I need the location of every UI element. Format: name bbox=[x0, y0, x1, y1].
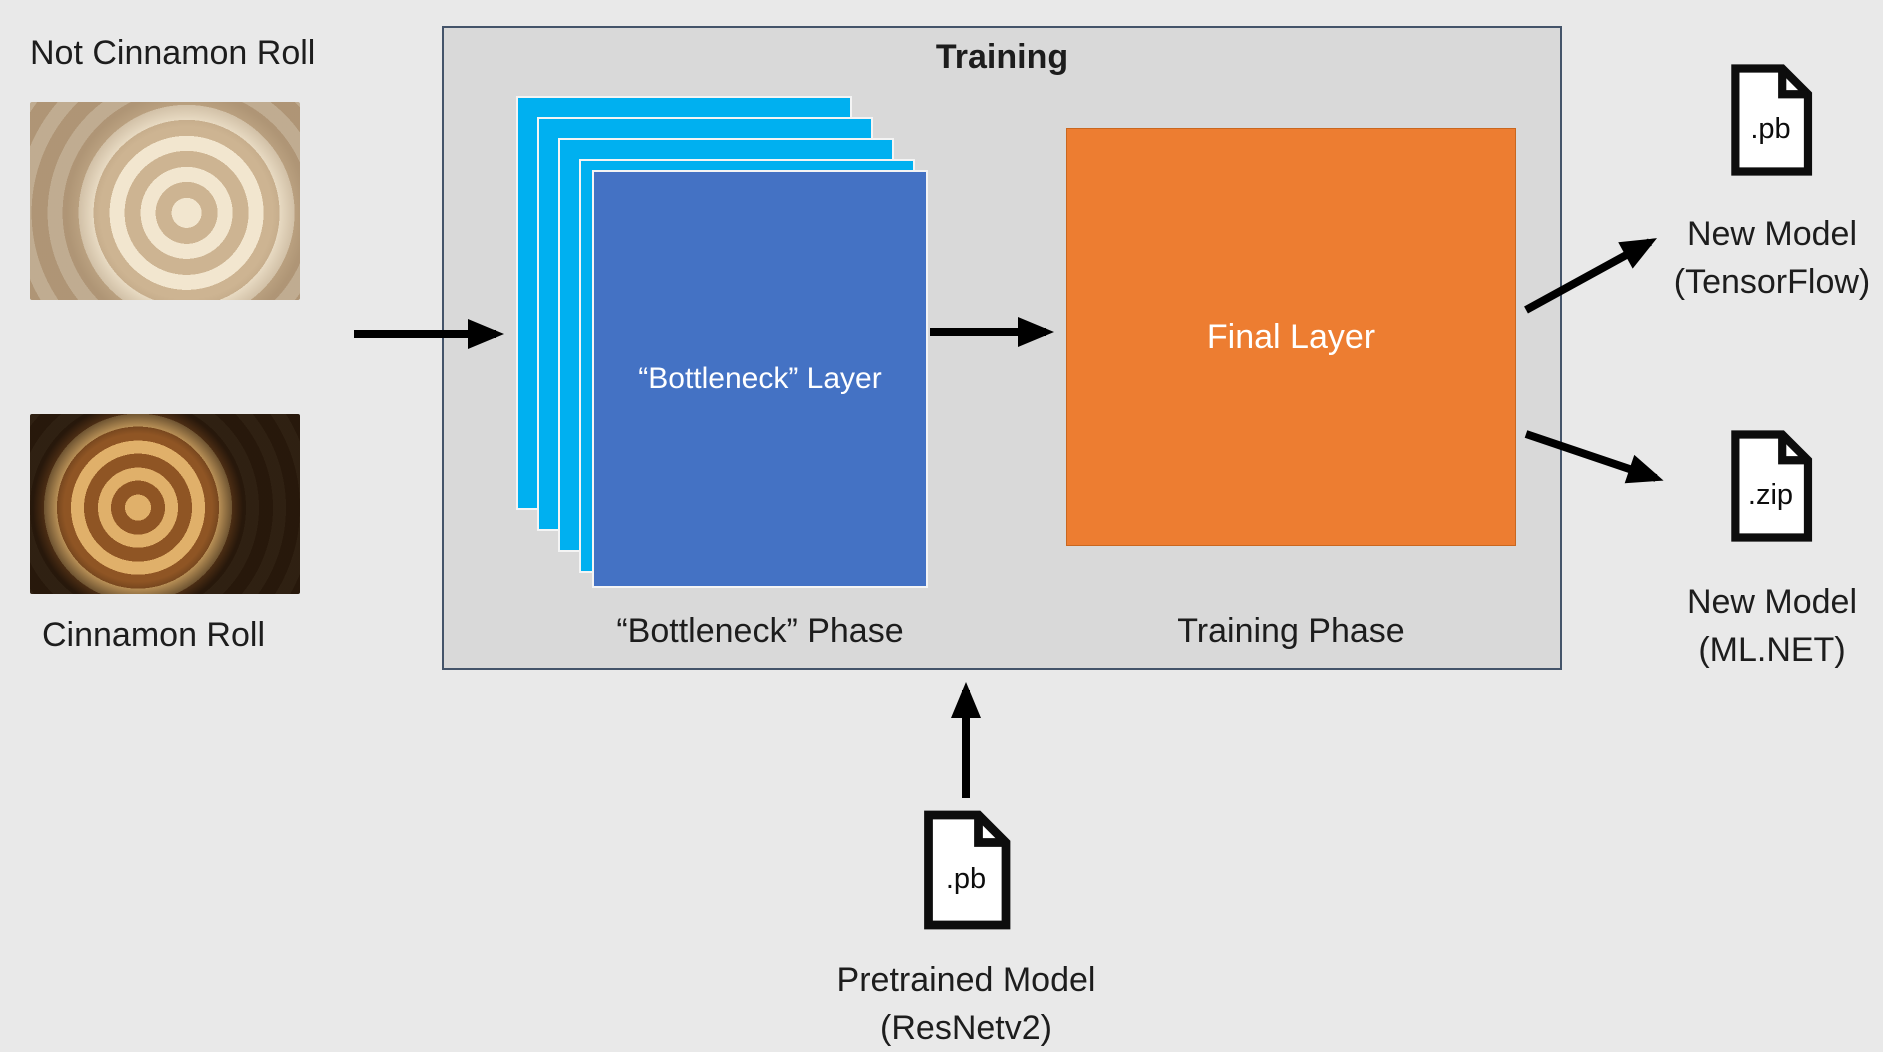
mlnet-file-ext: .zip bbox=[1747, 478, 1794, 511]
mlnet-model-file: .zip bbox=[1726, 426, 1815, 546]
document-icon bbox=[1731, 430, 1813, 542]
tensorflow-model-file: .pb bbox=[1726, 60, 1815, 180]
training-box-title: Training bbox=[935, 38, 1069, 76]
tensorflow-model-label: New Model (TensorFlow) bbox=[1612, 210, 1883, 306]
tensorflow-model-label-line1: New Model bbox=[1686, 215, 1858, 253]
document-icon bbox=[924, 810, 1011, 930]
bottleneck-layer-stack: “Bottleneck” Layer bbox=[516, 96, 946, 606]
bottleneck-layer-label: “Bottleneck” Layer bbox=[638, 362, 882, 395]
bottleneck-front-layer: “Bottleneck” Layer bbox=[592, 170, 928, 588]
pretrained-model-file: .pb bbox=[918, 810, 1014, 930]
mlnet-model-label-line1: New Model bbox=[1686, 583, 1858, 621]
tensorflow-file-ext: .pb bbox=[1750, 112, 1791, 145]
pretrained-model-label-line2: (ResNetv2) bbox=[880, 1009, 1052, 1047]
tensorflow-model-label-line2: (TensorFlow) bbox=[1673, 263, 1871, 301]
pretrained-model-label: Pretrained Model (ResNetv2) bbox=[806, 956, 1126, 1052]
mlnet-model-label-line2: (ML.NET) bbox=[1698, 631, 1846, 669]
pretrained-model-label-line1: Pretrained Model bbox=[836, 961, 1096, 999]
training-phase-label: Training Phase bbox=[1177, 612, 1405, 650]
not-cinnamon-roll-label: Not Cinnamon Roll bbox=[30, 34, 316, 72]
pretrained-file-ext: .pb bbox=[945, 862, 987, 895]
cinnamon-roll-image bbox=[30, 414, 300, 594]
cinnamon-roll-label: Cinnamon Roll bbox=[42, 616, 265, 654]
final-layer-box: Final Layer bbox=[1066, 128, 1516, 546]
not-cinnamon-roll-image bbox=[30, 102, 300, 300]
document-icon bbox=[1731, 64, 1813, 176]
bottleneck-phase-label: “Bottleneck” Phase bbox=[616, 612, 904, 650]
mlnet-model-label: New Model (ML.NET) bbox=[1612, 578, 1883, 674]
final-layer-label: Final Layer bbox=[1206, 317, 1376, 356]
